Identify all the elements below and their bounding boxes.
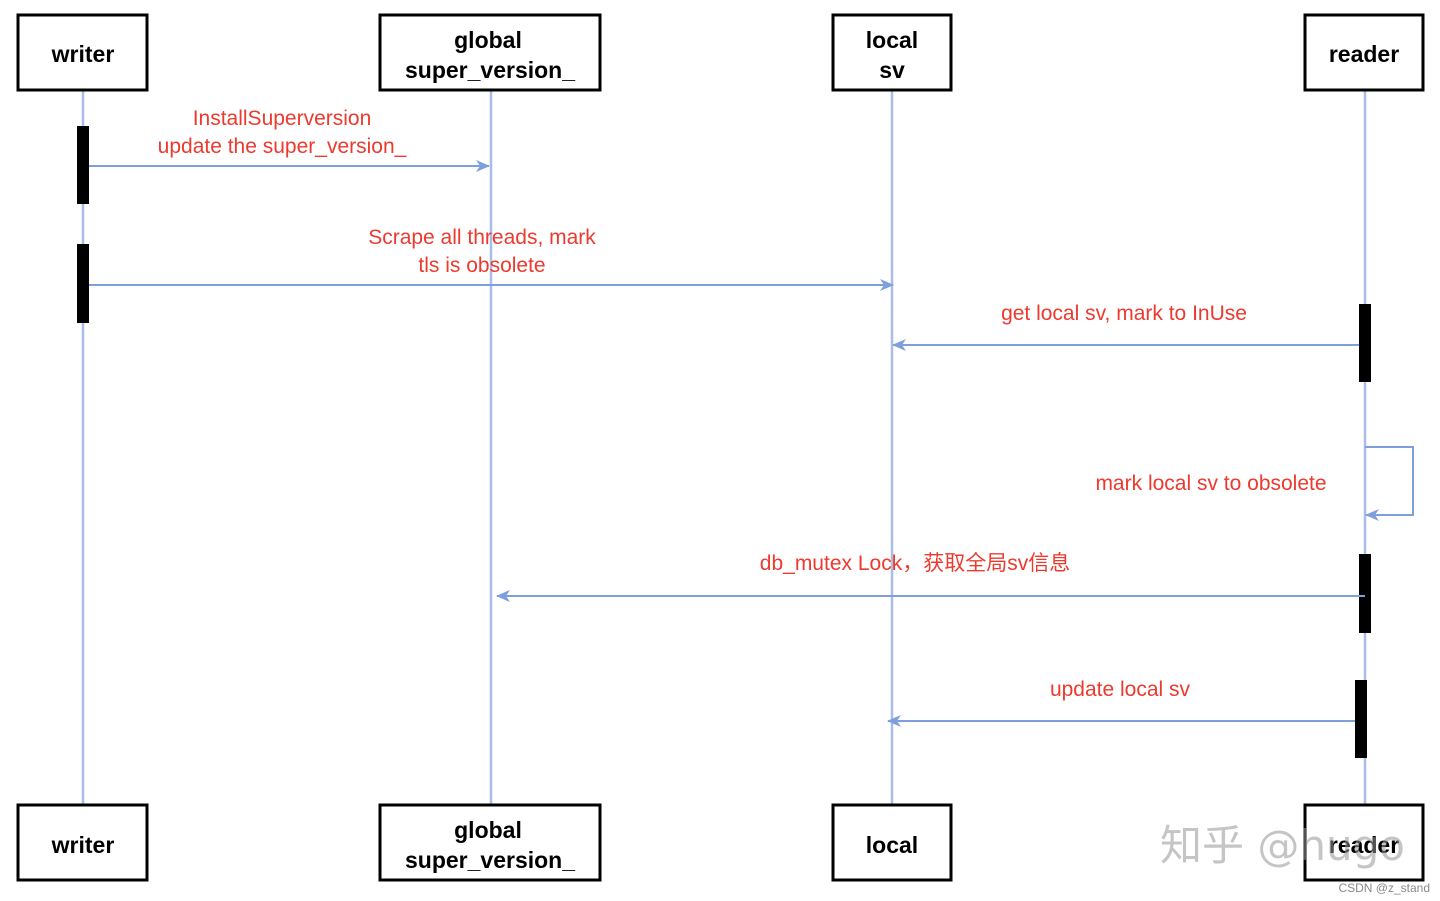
participant-label: reader	[1329, 832, 1399, 858]
participant-label: sv	[879, 57, 905, 83]
activation-reader-1	[1359, 304, 1371, 382]
participant-writer-top: writer	[16, 13, 149, 92]
message-label-update-local-sv: update local sv	[1050, 678, 1191, 701]
participant-label: local	[866, 27, 918, 53]
csdn-credit: CSDN @z_stand	[1338, 881, 1430, 895]
participant-label: super_version_	[405, 57, 575, 83]
participant-label: writer	[51, 832, 115, 858]
participant-label: super_version_	[405, 847, 575, 873]
message-label-mark-obsolete: mark local sv to obsolete	[1095, 472, 1326, 495]
message-label-scrape-line2: tls is obsolete	[418, 254, 545, 277]
participant-reader-top: reader	[1303, 13, 1425, 92]
participant-global-top: global super_version_	[378, 13, 602, 92]
zhihu-watermark: 知乎 @hugo	[1160, 821, 1405, 870]
message-arrow-self-mark-obsolete	[1365, 446, 1414, 521]
activation-reader-2	[1359, 554, 1371, 633]
participant-label: global	[454, 817, 522, 843]
activation-reader-3	[1355, 680, 1367, 758]
participant-writer-bottom: writer	[16, 803, 149, 882]
participant-global-bottom: global super_version_	[378, 803, 602, 882]
participant-local-bottom: local	[831, 803, 953, 882]
participant-label: writer	[51, 41, 115, 67]
activation-writer-1	[77, 126, 89, 204]
message-label-db-mutex-lock: db_mutex Lock，获取全局sv信息	[760, 552, 1070, 575]
participant-label: local	[866, 832, 918, 858]
participant-label: reader	[1329, 41, 1399, 67]
message-label-get-local-sv: get local sv, mark to InUse	[1001, 302, 1247, 325]
message-label-install-line2: update the super_version_	[158, 135, 407, 158]
activation-writer-2	[77, 244, 89, 323]
participant-local-top: local sv	[831, 13, 953, 92]
message-label-scrape-line1: Scrape all threads, mark	[368, 226, 596, 249]
participant-label: global	[454, 27, 522, 53]
participant-reader-bottom: reader	[1303, 803, 1425, 882]
message-label-install-line1: InstallSuperversion	[193, 107, 372, 130]
